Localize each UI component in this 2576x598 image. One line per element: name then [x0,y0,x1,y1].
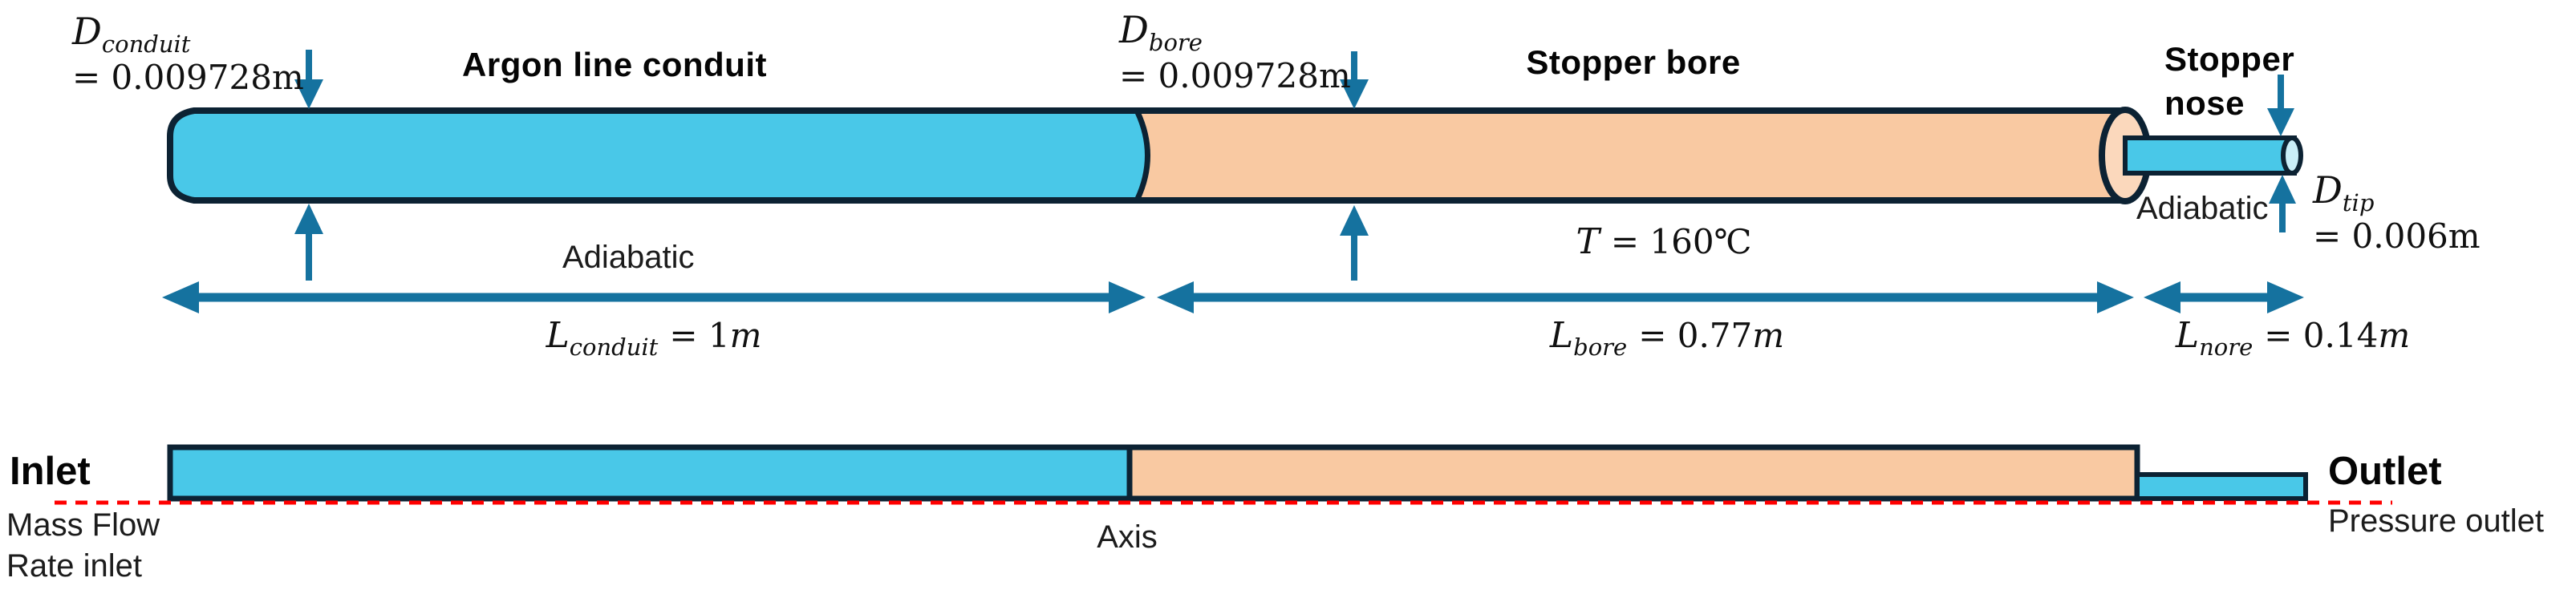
l-nose-label: Lnore = 0.14m [2176,315,2410,361]
outlet-boundary-label: Pressure outlet [2328,503,2545,539]
d-conduit-value: = 0.009728m [72,58,304,97]
l-nose-unit: m [2378,316,2411,355]
conduit-heading: Argon line conduit [462,46,767,83]
outlet-label: Outlet [2328,450,2442,493]
d-bore-value: = 0.009728m [1119,56,1351,95]
l-bore-subscript: bore [1573,333,1628,361]
l-nose-dimension [2144,281,2304,313]
bore-region-rect [1126,444,2140,502]
axis-label: Axis [1097,519,1158,555]
l-nose-subscript: nore [2199,333,2253,361]
d-tip-label: Dtip = 0.006m [2313,172,2481,253]
d-conduit-symbol: D [72,10,102,53]
d-conduit-subscript: conduit [101,30,191,58]
tube-outline [167,107,2126,204]
l-bore-dimension [1157,281,2134,313]
d-bore-arrow-down [1340,51,1369,109]
l-bore-symbol: L [1549,315,1574,356]
l-conduit-subscript: conduit [569,333,659,361]
l-conduit-eq: = 1 [669,316,730,355]
conduit-tube [172,113,1149,198]
inlet-boundary-label: Mass Flow Rate inlet [6,507,160,584]
d-tip-value: = 0.006m [2313,216,2481,256]
l-bore-label: Lbore = 0.77m [1550,315,1784,361]
junction-curve [1134,111,1150,200]
d-conduit-arrow-up [294,204,323,281]
d-conduit-label: Dconduit = 0.009728m [72,13,304,95]
adiabatic-nose-label: Adiabatic [2136,191,2269,226]
l-bore-eq: = 0.77 [1638,316,1753,355]
nose-tube [2123,135,2297,176]
d-tip-subscript: tip [2342,189,2375,216]
d-bore-subscript: bore [1148,29,1203,56]
l-nose-symbol: L [2175,315,2200,356]
d-conduit-arrow-down [294,50,323,109]
l-nose-eq: = 0.14 [2264,316,2379,355]
d-bore-label: Dbore = 0.009728m [1119,11,1351,93]
temperature-symbol: T [1576,221,1600,262]
d-bore-symbol: D [1119,8,1149,51]
nose-region-rect [2135,472,2308,501]
d-tip-arrow-up [2269,175,2296,232]
d-tip-arrow-down [2267,75,2294,136]
l-conduit-symbol: L [546,315,570,356]
inlet-label: Inlet [10,450,91,493]
nose-heading: Stopper nose [2164,40,2295,123]
bore-tube [1138,113,2126,198]
l-bore-unit: m [1752,316,1785,355]
d-bore-arrow-up [1340,205,1369,281]
l-conduit-dimension [162,281,1146,313]
d-tip-symbol: D [2313,168,2343,212]
inlet-region-rect [167,444,1133,502]
nose-end-cap [2281,135,2303,176]
temperature-label: T = 160℃ [1576,221,1751,262]
l-conduit-unit: m [729,316,762,355]
temperature-value: = 160℃ [1610,222,1752,261]
bore-heading: Stopper bore [1526,43,1741,81]
adiabatic-conduit-label: Adiabatic [562,240,695,275]
l-conduit-label: Lconduit = 1m [546,315,762,361]
